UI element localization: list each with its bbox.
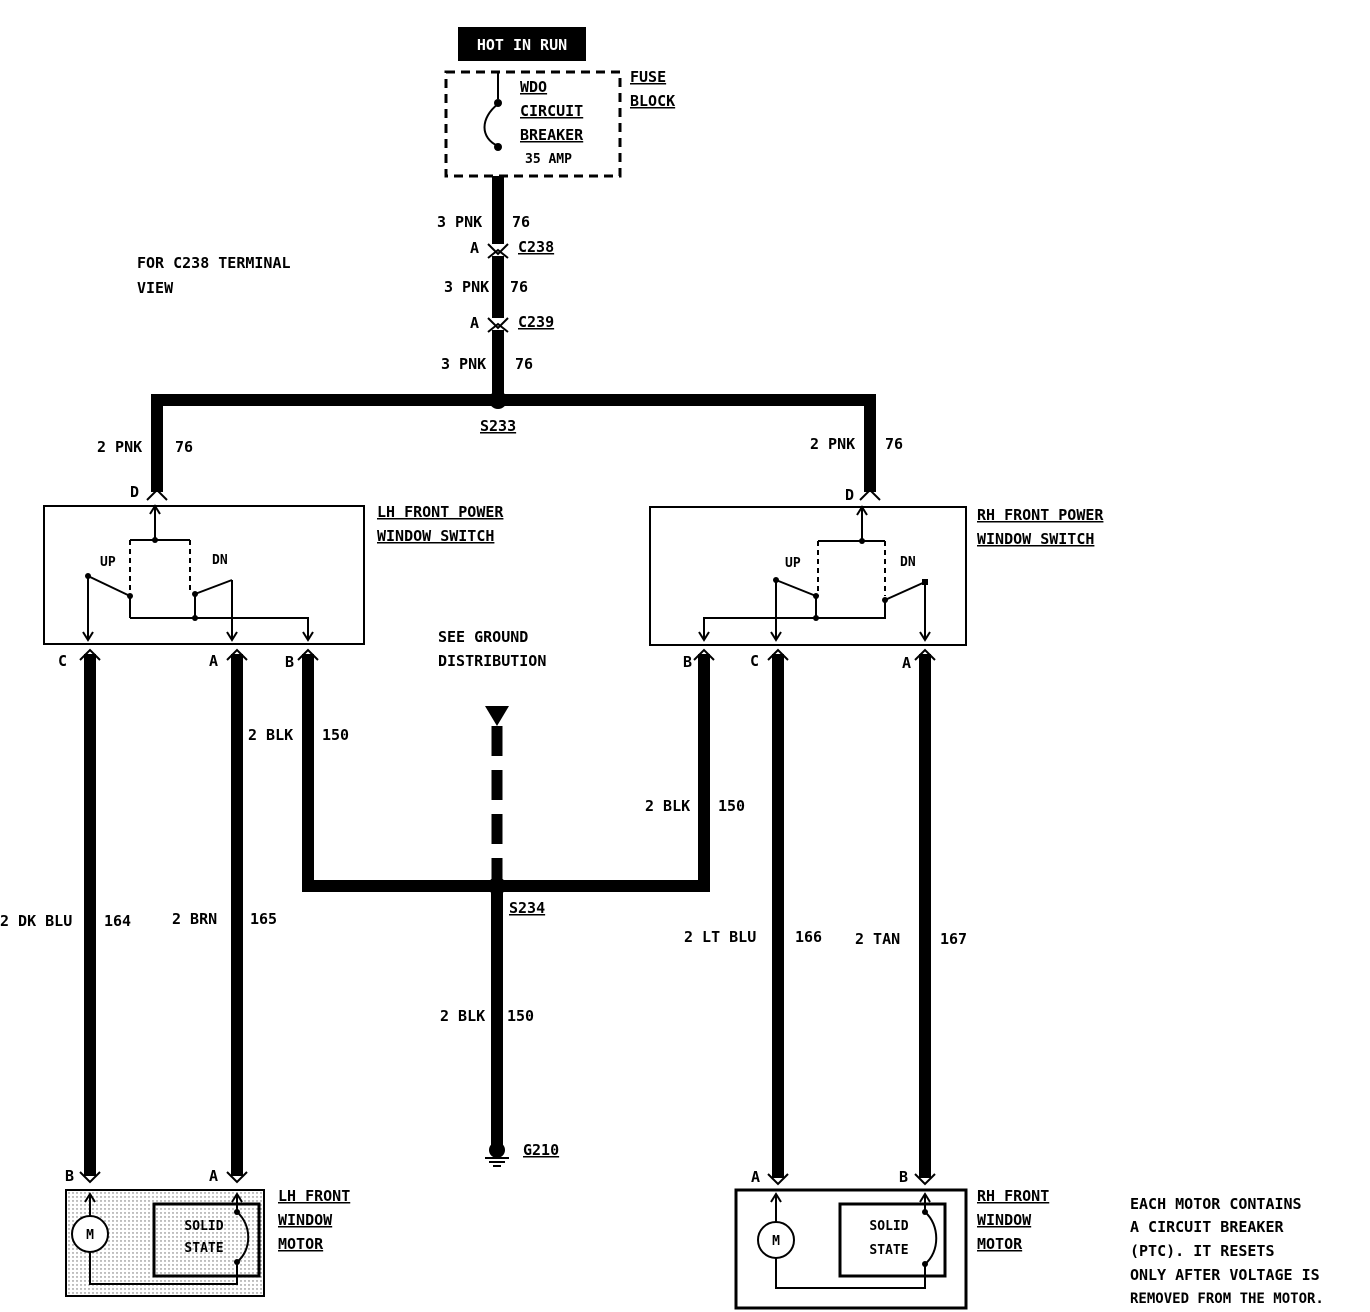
feed-w3-circuit: 76 — [515, 355, 533, 373]
rh-c-circuit: 166 — [795, 928, 822, 946]
rh-feed-gauge: 2 PNK — [810, 435, 855, 453]
lh-switch-title-2: WINDOW SWITCH — [377, 527, 494, 545]
rh-a-gauge: 2 TAN — [855, 930, 900, 948]
rh-pin-d: D — [845, 486, 854, 504]
rh-ss-1: SOLID — [869, 1219, 908, 1234]
lh-pin-d: D — [130, 483, 139, 501]
fuse-block: WDO CIRCUIT BREAKER 35 AMP FUSE BLOCK — [444, 68, 675, 178]
rh-motor-wires: 2 LT BLU 166 2 TAN 167 — [684, 648, 967, 1186]
fuse-block-outline — [444, 70, 622, 178]
ground-network: SEE GROUND DISTRIBUTION 2 BLK 150 2 BLK … — [248, 628, 745, 1167]
ground-note-1: SEE GROUND — [438, 628, 528, 646]
motor-note-3: (PTC). IT RESETS — [1130, 1242, 1275, 1260]
motor-note-2: A CIRCUIT BREAKER — [1130, 1218, 1284, 1236]
c239-connector: C239 — [518, 313, 554, 331]
lh-ss-2: STATE — [184, 1241, 223, 1256]
rh-ss-2: STATE — [869, 1243, 908, 1258]
g210-label: G210 — [523, 1141, 559, 1159]
ground-note-2: DISTRIBUTION — [438, 652, 546, 670]
rh-switch-title-1: RH FRONT POWER — [977, 506, 1104, 524]
lh-feed-gauge: 2 PNK — [97, 438, 142, 456]
motor-note-4: ONLY AFTER VOLTAGE IS — [1130, 1266, 1320, 1284]
lh-motor-pin-a: A — [209, 1167, 218, 1185]
lh-c-circuit: 164 — [104, 912, 131, 930]
rh-pin-b: B — [683, 653, 692, 671]
lh-motor-m: M — [86, 1228, 94, 1243]
rh-motor-m: M — [772, 1234, 780, 1249]
circuit-breaker-symbol — [483, 103, 499, 147]
breaker-amp: 35 AMP — [525, 152, 572, 167]
lh-ground-circuit: 150 — [322, 726, 349, 744]
lh-a-gauge: 2 BRN — [172, 910, 217, 928]
lh-motor-title-1: LH FRONT — [278, 1187, 350, 1205]
rh-motor-title-3: MOTOR — [977, 1235, 1023, 1253]
rh-pin-a: A — [902, 654, 911, 672]
hot-in-run-label: HOT IN RUN — [477, 36, 567, 54]
fuse-block-label-1: FUSE — [630, 68, 666, 86]
lh-motor-wires: 2 DK BLU 164 2 BRN 165 — [0, 648, 277, 1184]
breaker-name-1: WDO — [520, 78, 547, 96]
rh-c-gauge: 2 LT BLU — [684, 928, 756, 946]
lh-pin-c: C — [58, 652, 67, 670]
feed-w1-gauge: 3 PNK — [437, 213, 482, 231]
rh-motor-pin-a: A — [751, 1168, 760, 1186]
lh-motor-pin-b: B — [65, 1167, 74, 1185]
lh-pin-a: A — [209, 652, 218, 670]
c238-note-1: FOR C238 TERMINAL — [137, 254, 291, 272]
lh-motor: B A M SOLID STATE LH FRONT WINDOW MOTOR — [65, 1167, 350, 1297]
lh-a-circuit: 165 — [250, 910, 277, 928]
fuse-block-label-2: BLOCK — [630, 92, 675, 110]
lh-switch: 2 PNK 76 D LH FRONT POWER WINDOW SWITCH … — [43, 438, 504, 671]
c239-pin: A — [470, 314, 479, 332]
feed-w1-circuit: 76 — [512, 213, 530, 231]
lh-ground-gauge: 2 BLK — [248, 726, 293, 744]
lh-feed-circuit: 76 — [175, 438, 193, 456]
lh-motor-title-3: MOTOR — [278, 1235, 324, 1253]
motor-note-1: EACH MOTOR CONTAINS — [1130, 1195, 1302, 1213]
motor-note-5: REMOVED FROM THE MOTOR. — [1130, 1291, 1324, 1307]
lh-motor-title-2: WINDOW — [278, 1211, 333, 1229]
hot-in-run-badge: HOT IN RUN — [458, 27, 586, 61]
rh-a-circuit: 167 — [940, 930, 967, 948]
s233-label: S233 — [480, 417, 516, 435]
main-ground-circuit: 150 — [507, 1007, 534, 1025]
rh-ground-gauge: 2 BLK — [645, 797, 690, 815]
rh-switch-title-2: WINDOW SWITCH — [977, 530, 1094, 548]
rh-motor: A B M SOLID STATE RH FRONT WINDOW MOTOR — [734, 1168, 1049, 1310]
lh-solid-state-module — [152, 1202, 261, 1278]
feed-wire: 3 PNK 76 A C238 3 PNK 76 A C239 3 PNK 76 — [437, 176, 554, 400]
rh-pin-c: C — [750, 652, 759, 670]
feed-w3-gauge: 3 PNK — [441, 355, 486, 373]
rh-up-label: UP — [785, 556, 801, 571]
c238-note-2: VIEW — [137, 279, 174, 297]
lh-switch-body — [43, 505, 365, 645]
ground-arrow-icon — [485, 706, 509, 726]
lh-switch-title-1: LH FRONT POWER — [377, 503, 504, 521]
lh-up-label: UP — [100, 555, 116, 570]
lh-pin-b: B — [285, 653, 294, 671]
breaker-name-2: CIRCUIT — [520, 102, 583, 120]
s234-label: S234 — [509, 899, 545, 917]
rh-solid-state-module — [838, 1202, 947, 1278]
main-ground-gauge: 2 BLK — [440, 1007, 485, 1025]
c238-pin: A — [470, 239, 479, 257]
rh-motor-title-2: WINDOW — [977, 1211, 1032, 1229]
s233-splice: S233 — [151, 391, 876, 492]
rh-ground-circuit: 150 — [718, 797, 745, 815]
c238-connector: C238 — [518, 238, 554, 256]
feed-w2-circuit: 76 — [510, 278, 528, 296]
rh-switch-body — [649, 506, 967, 646]
breaker-name-3: BREAKER — [520, 126, 584, 144]
rh-dn-label: DN — [900, 555, 916, 570]
rh-motor-pin-b: B — [899, 1168, 908, 1186]
lh-ss-1: SOLID — [184, 1219, 223, 1234]
lh-c-gauge: 2 DK BLU — [0, 912, 72, 930]
rh-switch: 2 PNK 76 D RH FRONT POWER WINDOW SWITCH … — [649, 435, 1104, 672]
motor-note: EACH MOTOR CONTAINS A CIRCUIT BREAKER (P… — [1130, 1195, 1324, 1307]
feed-w2-gauge: 3 PNK — [444, 278, 489, 296]
lh-dn-label: DN — [212, 553, 228, 568]
rh-feed-circuit: 76 — [885, 435, 903, 453]
rh-motor-title-1: RH FRONT — [977, 1187, 1049, 1205]
